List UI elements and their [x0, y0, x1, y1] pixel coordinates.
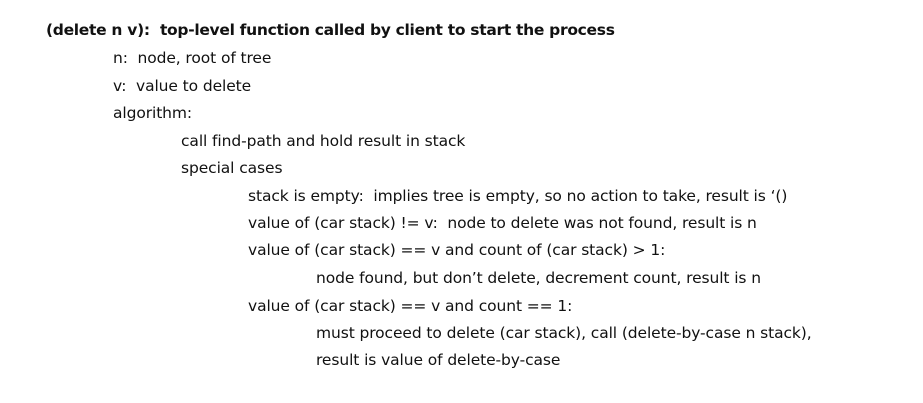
param-v: v: value to delete	[113, 77, 252, 95]
case-count-gt-one-action: node found, but don’t delete, decrement …	[316, 269, 761, 287]
algorithm-label: algorithm:	[113, 104, 193, 122]
case-count-gt-one: value of (car stack) == v and count of (…	[248, 241, 666, 259]
case-count-one: value of (car stack) == v and count == 1…	[248, 297, 573, 315]
case-empty-stack: stack is empty: implies tree is empty, s…	[248, 187, 788, 205]
case-not-found: value of (car stack) != v: node to delet…	[248, 214, 757, 232]
function-heading: (delete n v): top-level function called …	[46, 21, 615, 39]
special-cases-label: special cases	[181, 159, 283, 177]
param-n: n: node, root of tree	[113, 49, 272, 67]
case-count-one-result: result is value of delete-by-case	[316, 351, 561, 369]
case-count-one-action: must proceed to delete (car stack), call…	[316, 324, 812, 342]
step-find-path: call find-path and hold result in stack	[181, 132, 466, 150]
